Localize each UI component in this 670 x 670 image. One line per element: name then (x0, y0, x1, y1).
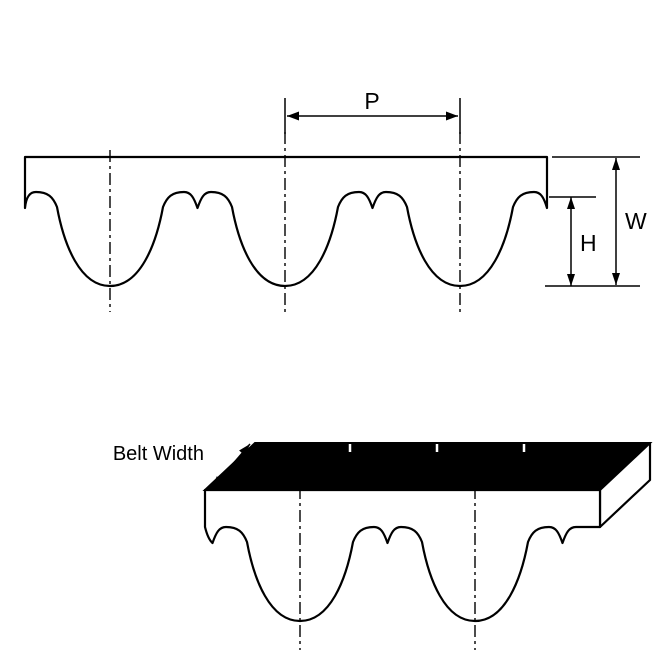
belt-width-arrowhead-upper (239, 444, 250, 456)
belt-width-arrowhead-lower (212, 476, 223, 488)
belt-top-surface (202, 442, 653, 491)
width-arrowhead-bottom (612, 273, 620, 285)
width-arrowhead-top (612, 158, 620, 170)
height-arrowhead-bottom (567, 274, 575, 286)
belt-width-label: Belt Width (113, 443, 204, 465)
belt-profile-outline (23, 155, 549, 288)
tooth-height-label: H (580, 230, 597, 256)
profile-view: P W H (23, 88, 647, 312)
overall-height-label: W (625, 208, 647, 234)
height-arrowhead-top (567, 197, 575, 209)
perspective-view: Belt Width (113, 441, 653, 650)
pitch-arrowhead-left (287, 111, 299, 121)
tooth-height-dimension: H (549, 196, 597, 286)
overall-height-dimension: W (545, 156, 647, 287)
belt-width-dimension: Belt Width (113, 443, 251, 489)
pitch-label: P (364, 88, 379, 114)
pitch-dimension: P (284, 88, 461, 134)
pitch-arrowhead-right (446, 111, 458, 121)
belt-front-face-profile (203, 488, 602, 623)
